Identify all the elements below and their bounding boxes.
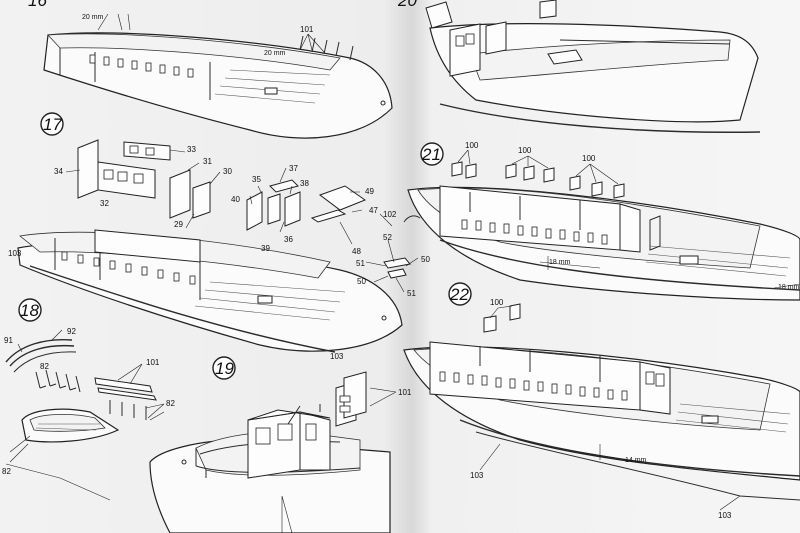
step-21-number: 21 <box>421 145 441 164</box>
step-17-circle <box>40 112 64 136</box>
step-21-part-100a: 100 <box>465 141 479 150</box>
step-17-part-50a: 50 <box>421 255 430 264</box>
step-18-diagram <box>5 329 165 501</box>
step-19-number: 19 <box>215 359 234 378</box>
step-22-number: 22 <box>449 285 469 304</box>
step-17-number: 17 <box>43 115 62 134</box>
step-17-part-103a: 103 <box>8 249 22 258</box>
step-16-dimension-b: 20 mm <box>264 50 286 57</box>
step-22-part-103b: 103 <box>718 511 732 520</box>
step-19-part-101: 101 <box>398 388 412 397</box>
step-17-part-37: 37 <box>289 164 298 173</box>
step-17-part-49: 49 <box>365 187 374 196</box>
step-17-part-35: 35 <box>252 175 261 184</box>
step-19-circle <box>212 356 236 380</box>
step-22-diagram <box>403 303 800 511</box>
step-21-part-100b: 100 <box>518 146 532 155</box>
step-20-diagram <box>425 0 761 133</box>
step-17-part-102: 102 <box>383 210 397 219</box>
step-17-part-39: 39 <box>261 244 270 253</box>
step-16-diagram <box>43 13 393 139</box>
step-18-part-82c: 82 <box>2 467 11 476</box>
step-18-number: 18 <box>20 301 39 320</box>
step-18-circle <box>18 298 42 322</box>
step-21-diagram <box>403 149 800 301</box>
step-22-dimension: 14 mm <box>625 457 647 464</box>
step-21-dimension-a: 18 mm <box>549 259 571 266</box>
step-17-part-48: 48 <box>352 247 361 256</box>
step-17-part-51a: 51 <box>356 259 365 268</box>
step-21-dimension-b: 18 mm <box>778 284 800 291</box>
step-17-part-31: 31 <box>203 157 212 166</box>
step-17-part-47: 47 <box>369 206 378 215</box>
step-17-diagram <box>17 139 419 353</box>
step-19-diagram <box>149 371 397 533</box>
step-18-part-82a: 82 <box>40 362 49 371</box>
step-17-part-51b: 51 <box>407 289 416 298</box>
step-22-part-100: 100 <box>490 298 504 307</box>
step-22-circle <box>448 282 472 306</box>
step-17-part-103b: 103 <box>330 352 344 361</box>
step-17-part-34: 34 <box>54 167 63 176</box>
step-16-dimension-a: 20 mm <box>82 14 104 21</box>
step-18-part-82b: 82 <box>166 399 175 408</box>
step-21-circle <box>420 142 444 166</box>
step-17-part-36: 36 <box>284 235 293 244</box>
step-17-part-52: 52 <box>383 233 392 242</box>
step-18-part-101: 101 <box>146 358 160 367</box>
step-21-part-100c: 100 <box>582 154 596 163</box>
step-18-part-91: 91 <box>4 336 13 345</box>
step-18-part-92: 92 <box>67 327 76 336</box>
step-17-part-40: 40 <box>231 195 240 204</box>
step-17-part-50b: 50 <box>357 277 366 286</box>
step-17-part-38: 38 <box>300 179 309 188</box>
step-17-part-32: 32 <box>100 199 109 208</box>
step-17-part-30: 30 <box>223 167 232 176</box>
step-22-part-103a: 103 <box>470 471 484 480</box>
step-17-part-29: 29 <box>174 220 183 229</box>
step-16-part-101: 101 <box>300 25 314 34</box>
step-17-part-33: 33 <box>187 145 196 154</box>
step-20-number: 20 <box>397 0 417 10</box>
step-16-number: 16 <box>28 0 47 10</box>
